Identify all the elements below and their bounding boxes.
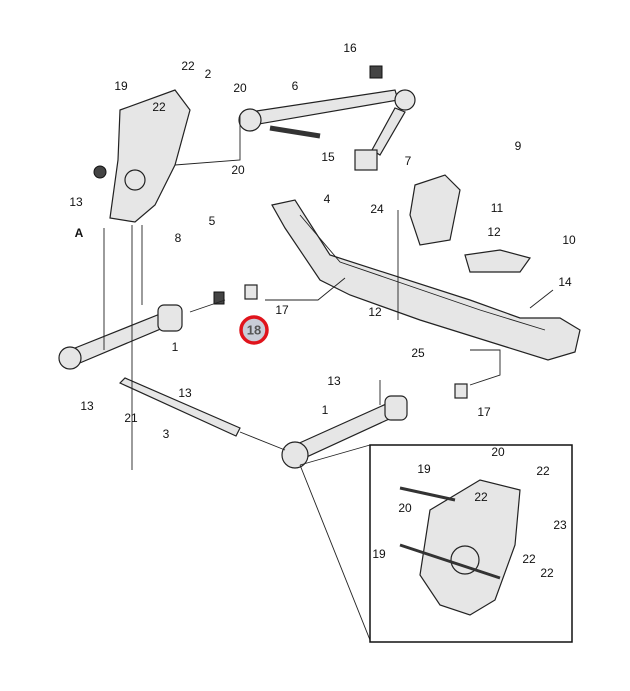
inset-knuckle xyxy=(399,479,521,616)
callout-label-17: 17 xyxy=(275,303,289,317)
callout-label-14: 14 xyxy=(558,275,572,289)
callout-label-20: 20 xyxy=(231,163,245,177)
subframe-part-4 xyxy=(271,199,581,361)
callout-label-12: 12 xyxy=(368,305,382,319)
callout-label-13: 13 xyxy=(327,374,341,388)
bushing-part-17b xyxy=(454,383,468,399)
callout-label-15: 15 xyxy=(321,150,335,164)
callout-label-18: 18 xyxy=(247,323,261,338)
bushing-part-17 xyxy=(244,284,258,300)
bracket-part-7 xyxy=(409,174,461,246)
toe-link-part-3 xyxy=(118,377,241,437)
highlighted-callout-18[interactable]: 18 xyxy=(239,315,269,345)
callout-label-1: 1 xyxy=(172,340,179,354)
callout-label-13: 13 xyxy=(69,195,83,209)
callout-label-22: 22 xyxy=(540,566,554,580)
callout-label-22: 22 xyxy=(474,490,488,504)
callout-label-5: 5 xyxy=(209,214,216,228)
upper-link-part-6 xyxy=(238,65,416,171)
callout-label-21: 21 xyxy=(124,411,138,425)
callout-label-17: 17 xyxy=(477,405,491,419)
callout-label-8: 8 xyxy=(175,231,182,245)
callout-label-1: 1 xyxy=(322,403,329,417)
callout-label-12: 12 xyxy=(487,225,501,239)
callout-label-2: 2 xyxy=(205,67,212,81)
callout-label-22: 22 xyxy=(522,552,536,566)
callout-label-24: 24 xyxy=(370,202,384,216)
plate-part-10 xyxy=(464,249,531,273)
callout-label-13: 13 xyxy=(80,399,94,413)
callout-label-19: 19 xyxy=(417,462,431,476)
callout-label-19: 19 xyxy=(114,79,128,93)
clip-part-18 xyxy=(213,291,225,305)
callout-label-3: 3 xyxy=(163,427,170,441)
callout-label-20: 20 xyxy=(491,445,505,459)
leader-lines xyxy=(103,115,554,641)
callout-label-22: 22 xyxy=(152,100,166,114)
callout-label-20: 20 xyxy=(233,81,247,95)
callout-label-19: 19 xyxy=(372,547,386,561)
callout-label-13: 13 xyxy=(178,386,192,400)
callout-label-7: 7 xyxy=(405,154,412,168)
callout-label-22: 22 xyxy=(536,464,550,478)
bolt-part-15 xyxy=(269,125,321,139)
callout-label-22: 22 xyxy=(181,59,195,73)
callout-label-6: 6 xyxy=(292,79,299,93)
callout-label-20: 20 xyxy=(398,501,412,515)
callout-label-4: 4 xyxy=(324,192,331,206)
callout-label-10: 10 xyxy=(562,233,576,247)
callout-label-11: 11 xyxy=(491,201,504,215)
knuckle-part-2 xyxy=(93,89,191,223)
callout-label-16: 16 xyxy=(343,41,357,55)
callout-label-25: 25 xyxy=(411,346,425,360)
callout-label-23: 23 xyxy=(553,518,567,532)
callout-label-9: 9 xyxy=(515,139,522,153)
callout-label-A: A xyxy=(75,226,84,240)
lower-link-part-1 xyxy=(58,304,408,469)
